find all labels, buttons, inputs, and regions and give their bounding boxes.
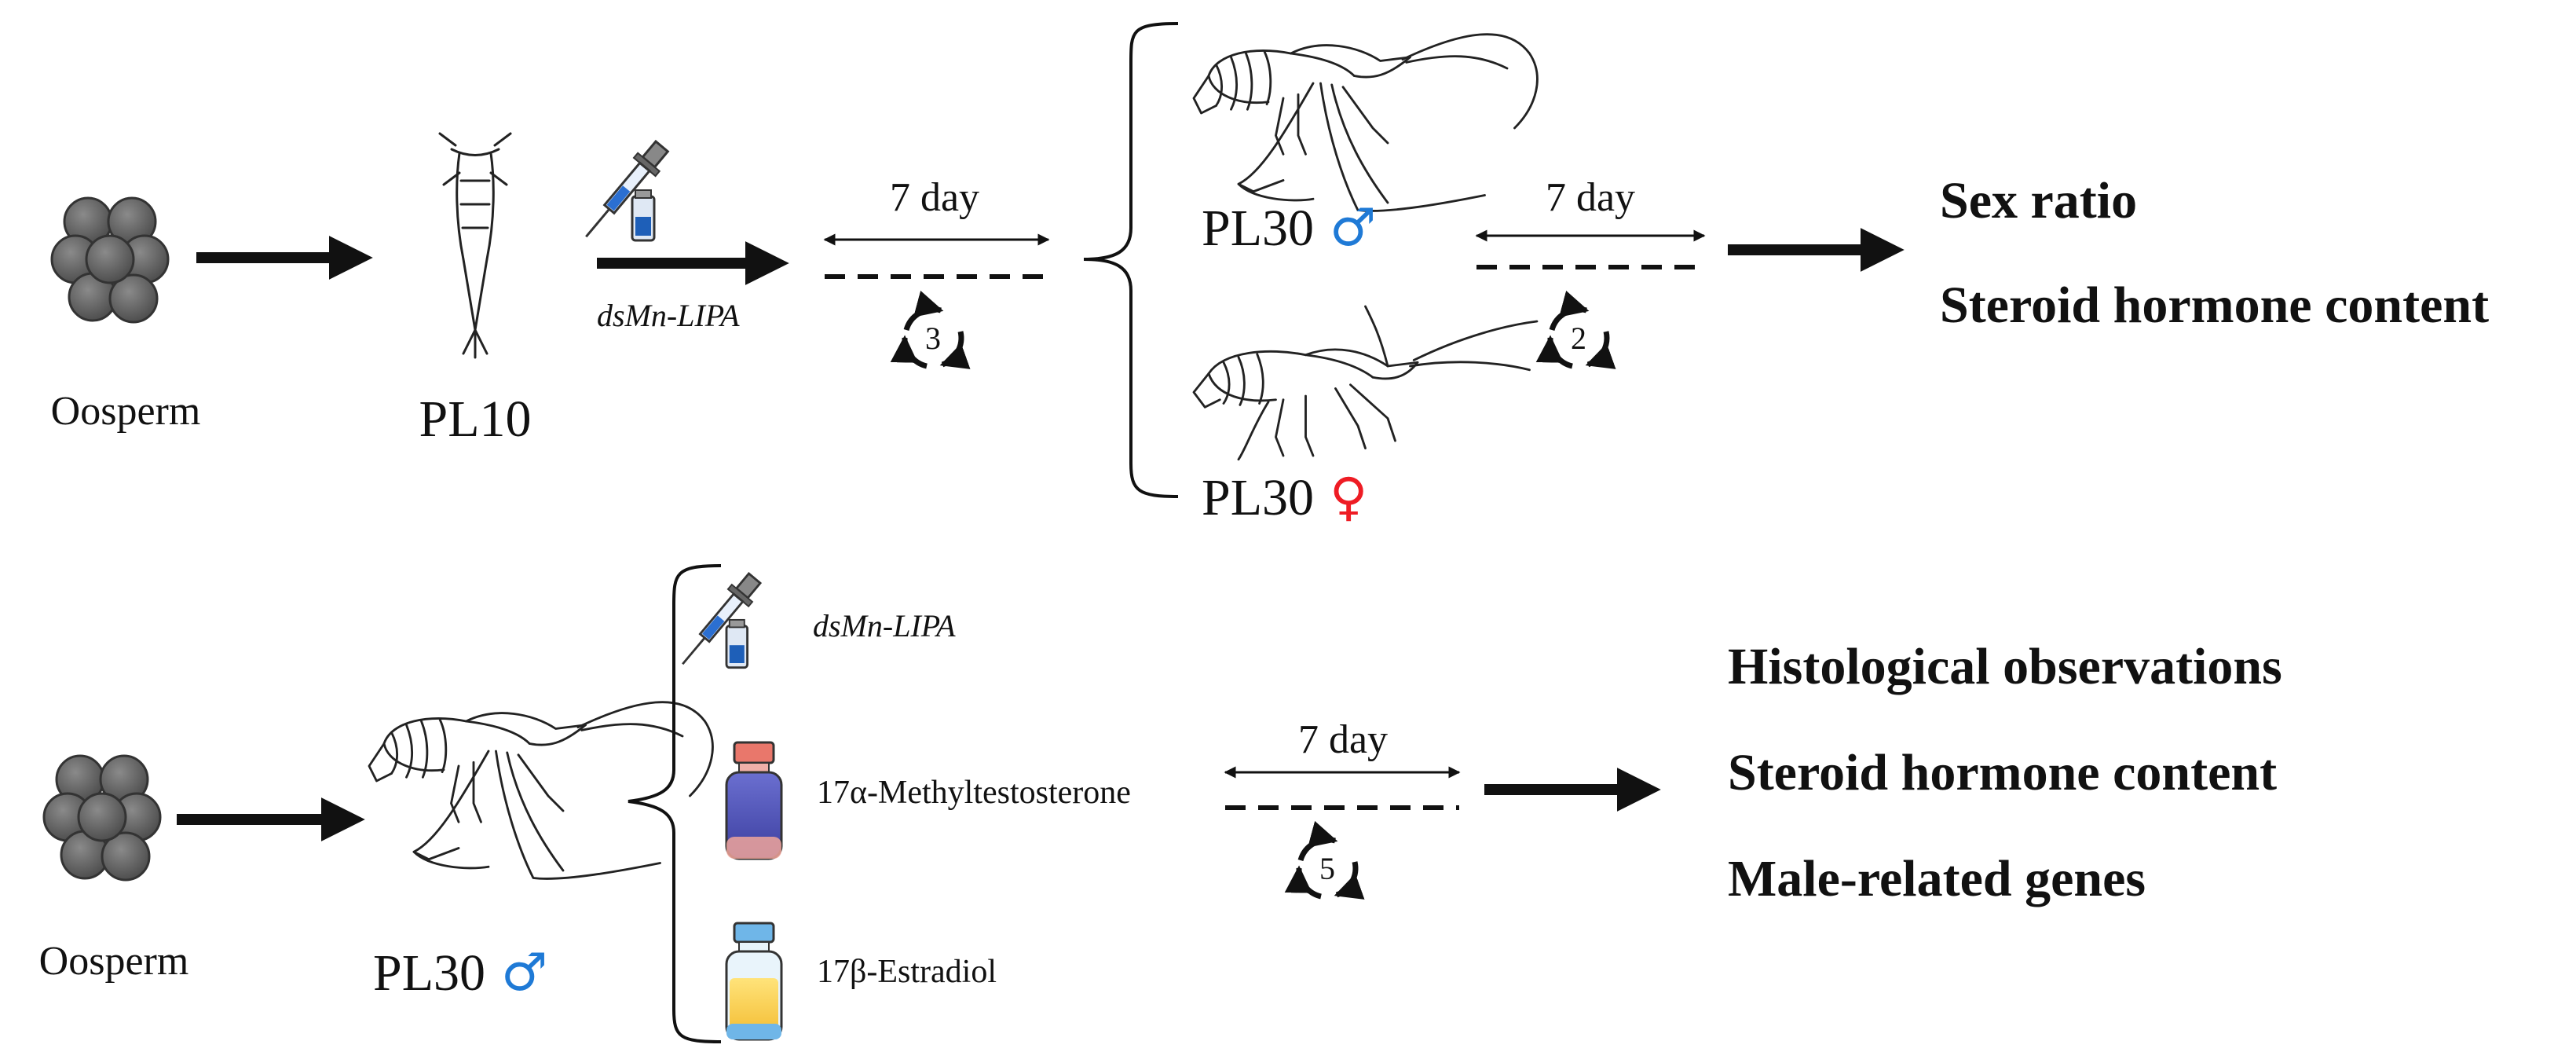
female-shrimp-icon [1192, 305, 1539, 461]
result-steroid-row2: Steroid hormone content [1728, 744, 2277, 801]
result-histological: Histological observations [1728, 638, 2282, 695]
treatment-methyltestosterone: 17α-Methyltestosterone [817, 775, 1131, 811]
duration-label-2: 7 day [1546, 175, 1635, 220]
female-symbol-icon: ♀ [1330, 467, 1367, 527]
pl30-male-label: PL30♂ [1202, 197, 1376, 258]
cycle-count-row2: 5 [1319, 851, 1335, 886]
duration-label-row2: 7 day [1298, 717, 1388, 762]
syringe-icon-row2 [671, 568, 767, 674]
treatment-estradiol: 17β-Estradiol [817, 954, 997, 990]
pl30-male-label-row2: PL30♂ [373, 942, 547, 1003]
syringe-icon [573, 136, 674, 247]
oosperm-icon [50, 196, 170, 324]
result-male-genes: Male-related genes [1728, 850, 2146, 907]
bottle-icon-estradiol [725, 922, 783, 1041]
male-symbol-icon: ♂ [1330, 197, 1376, 258]
pl10-label: PL10 [419, 390, 531, 448]
male-shrimp-icon-row2 [368, 701, 714, 880]
treatment-dsmn-lipa: dsMn-LIPA [813, 608, 956, 643]
oosperm-label: Oosperm [51, 389, 201, 434]
cycle-count-1: 3 [925, 321, 941, 356]
brace-row1 [1083, 22, 1179, 498]
duration-label-1: 7 day [890, 175, 979, 220]
oosperm-icon-row2 [42, 754, 162, 882]
male-symbol-icon-row2: ♂ [501, 942, 547, 1003]
result-steroid-row1: Steroid hormone content [1940, 277, 2489, 334]
male-shrimp-icon [1192, 33, 1539, 212]
oosperm-label-row2: Oosperm [39, 939, 189, 984]
brace-row2 [628, 564, 722, 1043]
result-sex-ratio: Sex ratio [1940, 172, 2137, 229]
injection-label: dsMn-LIPA [597, 298, 740, 333]
pl10-larva-icon [438, 132, 512, 359]
pl30-female-label: PL30♀ [1202, 467, 1367, 527]
bottle-icon-methyltestosterone [725, 741, 783, 860]
cycle-count-2: 2 [1571, 321, 1586, 356]
